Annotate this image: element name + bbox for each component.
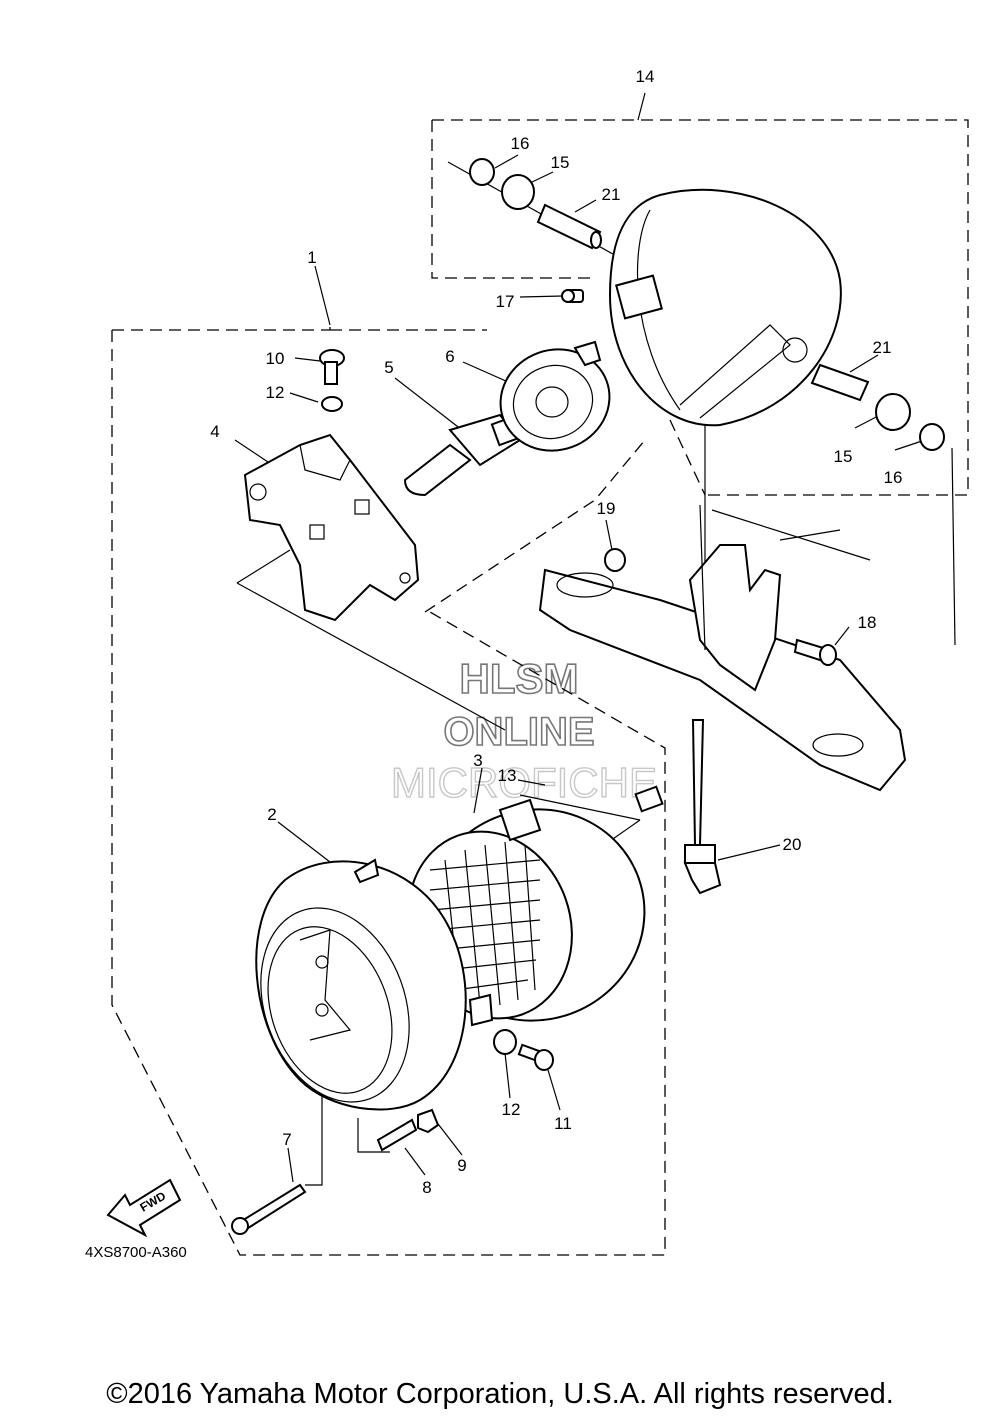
grommet-set-bottom <box>810 363 945 451</box>
washer-12-top <box>321 396 343 412</box>
callout-2: 2 <box>267 805 276 824</box>
callout-19: 19 <box>597 499 616 518</box>
watermark-line-1: HLSM <box>460 655 579 702</box>
callout-1: 1 <box>307 248 316 267</box>
spring-8 <box>376 1118 418 1152</box>
headlight-unit-3 <box>407 798 646 1027</box>
nut-13 <box>634 785 664 813</box>
callout-8: 8 <box>422 1178 431 1197</box>
watermark: HLSM ONLINE MICROFICHE <box>390 654 657 807</box>
assembly-1-outline <box>111 325 706 1256</box>
callout-14: 14 <box>636 67 655 86</box>
callout-17: 17 <box>496 292 515 311</box>
diagram-code: 4XS8700-A360 <box>85 1244 187 1261</box>
watermark-line-3: MICROFICHE <box>391 759 657 806</box>
cable-tie-20 <box>683 719 722 895</box>
callout-11: 11 <box>554 1114 572 1133</box>
callout-21-bottom: 21 <box>873 338 892 357</box>
callout-3: 3 <box>473 751 482 770</box>
callout-16-top: 16 <box>511 134 530 153</box>
bracket-4 <box>243 433 420 622</box>
callout-9: 9 <box>457 1156 466 1175</box>
callout-12-top: 12 <box>266 383 285 402</box>
callout-6: 6 <box>445 347 454 366</box>
callout-21-top: 21 <box>602 185 621 204</box>
mounting-bracket <box>538 504 907 792</box>
callout-13: 13 <box>498 766 517 785</box>
screw-11 <box>517 1043 554 1071</box>
callout-18: 18 <box>858 613 877 632</box>
screw-10 <box>319 349 345 385</box>
copyright-notice: ©2016 Yamaha Motor Corporation, U.S.A. A… <box>106 1378 894 1410</box>
screw-7 <box>231 1183 307 1235</box>
nut-9 <box>417 1108 440 1134</box>
callout-20: 20 <box>783 835 802 854</box>
washer-12-bottom <box>493 1029 517 1055</box>
callout-4: 4 <box>210 422 219 441</box>
callout-15-top: 15 <box>551 153 570 172</box>
callout-10: 10 <box>266 349 285 368</box>
housing-shell <box>608 188 842 427</box>
callout-12-bottom: 12 <box>502 1100 521 1119</box>
rim-2 <box>255 858 467 1111</box>
assembly-14-outline <box>431 119 969 496</box>
socket-6 <box>499 340 611 452</box>
grommet-set-top <box>469 158 602 250</box>
watermark-line-2: ONLINE <box>443 710 594 754</box>
assembly-outlines <box>111 119 969 1256</box>
callout-15-bottom: 15 <box>834 447 853 466</box>
assembly-1-inner-outline <box>424 439 646 613</box>
fwd-arrow: FWD <box>106 1178 182 1238</box>
screw-17 <box>561 289 584 303</box>
callout-16-bottom: 16 <box>884 468 903 487</box>
callout-5: 5 <box>384 358 393 377</box>
callouts: 14 16 15 21 1 17 21 10 6 5 12 4 15 16 19… <box>210 67 902 1197</box>
callout-7: 7 <box>282 1130 291 1149</box>
bulb-5 <box>403 413 522 497</box>
